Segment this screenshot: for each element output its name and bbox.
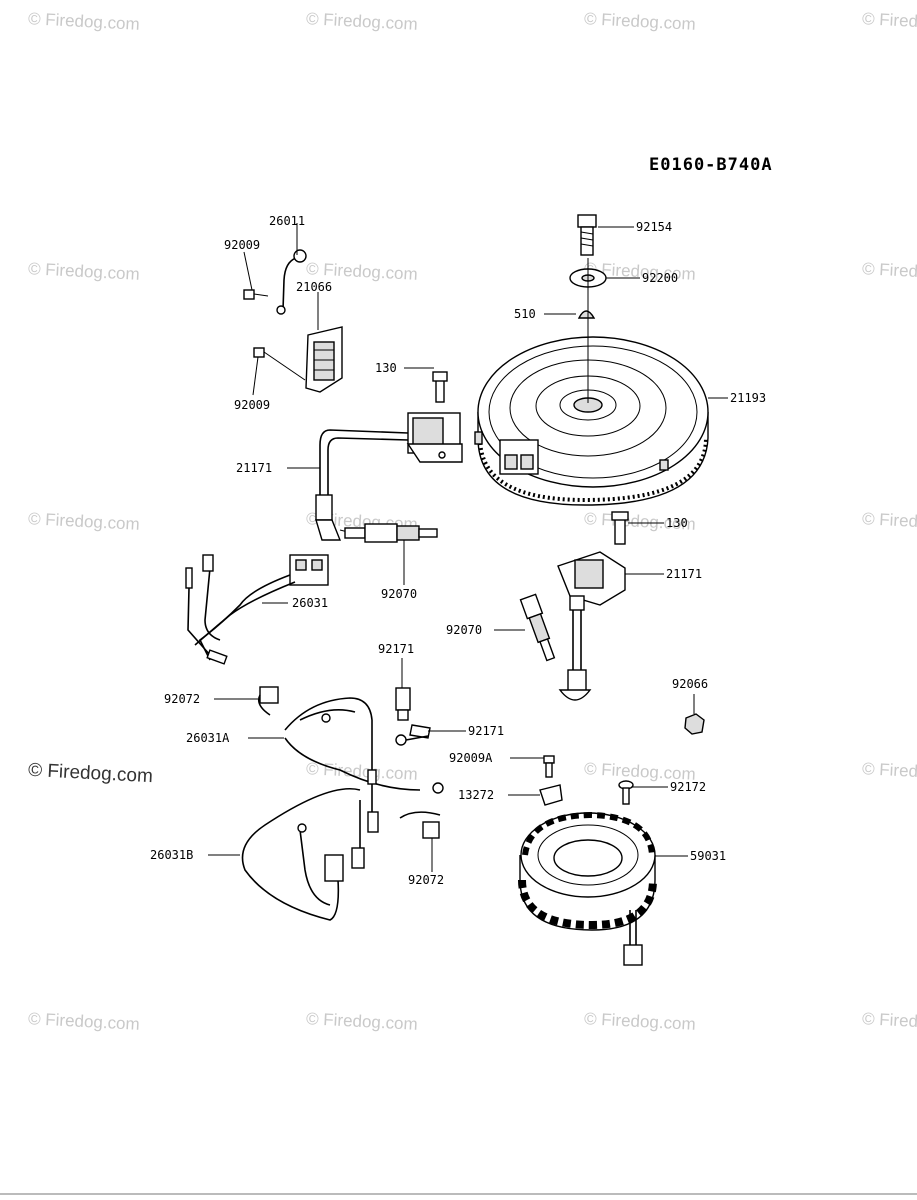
callout-26031: 26031 <box>292 596 329 610</box>
nut-92066 <box>684 713 705 735</box>
ignition-coil-bottom <box>557 511 629 701</box>
harness-26031B <box>241 787 365 921</box>
callout-13272: 13272 <box>458 788 495 802</box>
callout-26011: 26011 <box>269 214 306 228</box>
bottom-rule <box>0 1193 917 1195</box>
callout-92200: 92200 <box>642 271 679 285</box>
spark-plug-bottom <box>519 593 556 662</box>
harness-26031 <box>185 554 329 665</box>
bolt-92154 <box>577 214 597 256</box>
callout-92172: 92172 <box>670 780 707 794</box>
callout-130: 130 <box>375 361 397 375</box>
callout-130: 130 <box>666 516 688 530</box>
cap-92072-top <box>257 686 279 716</box>
callout-92154: 92154 <box>636 220 673 234</box>
callout-21066: 21066 <box>296 280 333 294</box>
bracket-13272 <box>539 784 563 806</box>
callout-92009A: 92009A <box>449 751 493 765</box>
callout-92009: 92009 <box>234 398 271 412</box>
diagram-code: E0160-B740A <box>649 155 773 175</box>
cap-92072-bottom <box>399 811 441 839</box>
callout-92072: 92072 <box>408 873 445 887</box>
callout-92070: 92070 <box>446 623 483 637</box>
screw-92009A <box>543 755 555 778</box>
callout-21171: 21171 <box>236 461 273 475</box>
callout-92009: 92009 <box>224 238 261 252</box>
callout-21193: 21193 <box>730 391 767 405</box>
callout-92066: 92066 <box>672 677 709 691</box>
leader-lines <box>208 223 728 872</box>
callout-92171: 92171 <box>468 724 505 738</box>
callout-26031A: 26031A <box>186 731 230 745</box>
flywheel <box>474 336 709 506</box>
callout-26031B: 26031B <box>150 848 194 862</box>
screw-92172 <box>618 780 634 805</box>
callout-510: 510 <box>514 307 536 321</box>
connector-92171 <box>395 687 431 746</box>
rectifier-assembly <box>243 249 343 393</box>
callout-92171: 92171 <box>378 642 415 656</box>
key-510 <box>577 310 596 319</box>
callout-21171: 21171 <box>666 567 703 581</box>
spark-plug-top <box>344 523 438 543</box>
callout-92070: 92070 <box>381 587 418 601</box>
ignition-coil-top <box>315 371 463 541</box>
callout-59031: 59031 <box>690 849 727 863</box>
harness-26031A <box>284 697 444 833</box>
stator <box>518 811 657 966</box>
callout-92072: 92072 <box>164 692 201 706</box>
